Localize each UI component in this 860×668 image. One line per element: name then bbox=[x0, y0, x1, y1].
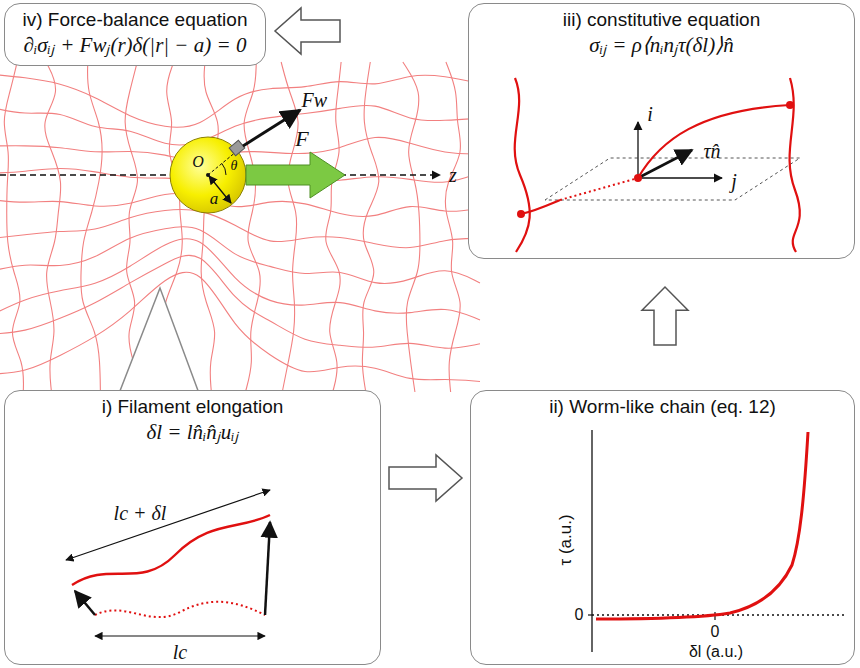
figure-label: O bbox=[192, 153, 204, 171]
panel-title: i) Filament elongation bbox=[15, 395, 370, 419]
filament bbox=[403, 62, 420, 392]
flow-arrow bbox=[389, 455, 462, 501]
figure-label: a bbox=[210, 190, 219, 209]
angle-arc bbox=[222, 163, 226, 175]
panel-title: iv) Force-balance equation bbox=[15, 8, 255, 32]
filament bbox=[0, 239, 480, 320]
figure-label: i bbox=[647, 103, 653, 125]
panel-box: i) Filament elongationδl = ln̂ᵢn̂ⱼuᵢⱼ bbox=[4, 390, 381, 665]
panel-box: iii) constitutive equationσᵢⱼ = ρ⟨nᵢnⱼτ(… bbox=[468, 3, 855, 259]
filament bbox=[326, 62, 341, 392]
figure-label: 0 bbox=[711, 623, 720, 641]
figure-label: θ bbox=[231, 158, 238, 173]
panel-box: ii) Worm-like chain (eq. 12) bbox=[470, 390, 855, 665]
filament bbox=[81, 62, 102, 392]
figure-label: τ (a.u.) bbox=[557, 514, 576, 565]
figure-label: j bbox=[731, 170, 737, 192]
filament bbox=[45, 62, 61, 392]
filament-network bbox=[0, 62, 480, 392]
callout-pointer bbox=[118, 288, 200, 396]
panel-box: iv) Force-balance equation∂ᵢσᵢⱼ + Fwⱼ(r)… bbox=[4, 3, 266, 66]
panel-title: iii) constitutive equation bbox=[479, 8, 844, 32]
panel-title: ii) Worm-like chain (eq. 12) bbox=[481, 395, 844, 419]
filament bbox=[0, 74, 480, 127]
filament bbox=[0, 105, 480, 145]
filament bbox=[0, 209, 480, 247]
flow-arrow bbox=[642, 287, 688, 345]
bead-sphere bbox=[170, 137, 246, 213]
figure-label: lc + δl bbox=[114, 502, 167, 524]
equation: ∂ᵢσᵢⱼ + Fwⱼ(r)δ(|r| − a) = 0 bbox=[15, 32, 255, 59]
local-force-arrow bbox=[243, 110, 300, 146]
filament bbox=[244, 62, 260, 392]
force-arrow bbox=[246, 152, 345, 198]
figure-label: τn̂ bbox=[703, 140, 720, 162]
filament bbox=[0, 227, 480, 284]
figure-label: δl (a.u.) bbox=[689, 643, 743, 661]
equation: δl = ln̂ᵢn̂ⱼuᵢⱼ bbox=[15, 419, 370, 446]
figure-label: 0 bbox=[575, 606, 584, 624]
flow-arrow bbox=[275, 8, 340, 54]
filament bbox=[4, 62, 23, 392]
filament bbox=[0, 272, 480, 381]
attachment-block bbox=[229, 140, 245, 155]
filament bbox=[0, 193, 480, 216]
figure-label: F bbox=[295, 127, 308, 151]
equation: σᵢⱼ = ρ⟨nᵢnⱼτ(δl)⟩n̂ bbox=[479, 32, 844, 59]
radius-line bbox=[208, 151, 237, 175]
filament bbox=[362, 62, 378, 392]
filament bbox=[445, 62, 460, 392]
filament bbox=[201, 62, 218, 392]
figure-label: lc bbox=[173, 641, 187, 663]
figure-label: z bbox=[449, 164, 457, 186]
figure-label: Fw⃗ bbox=[301, 89, 342, 111]
